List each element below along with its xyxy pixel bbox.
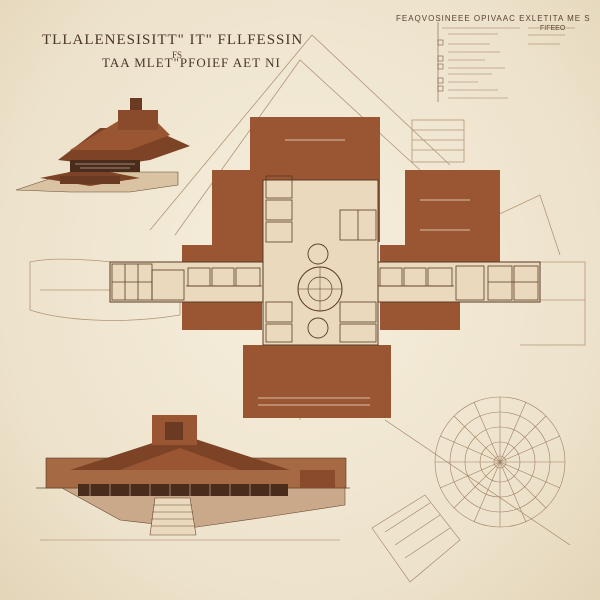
legend-heading: FEAQVOSINEEE OPIVAAC EXLETITA ME S <box>396 14 591 23</box>
southwest-wing-block <box>182 300 262 330</box>
south-wing-block <box>243 345 391 418</box>
entry-stair <box>149 497 197 536</box>
sheet-subtitle-mark: FS <box>172 50 183 60</box>
floor-plan <box>109 117 541 418</box>
radial-garden-plan <box>371 396 571 583</box>
north-court-circle <box>307 243 329 265</box>
legend-code: FIFEEO <box>540 25 566 32</box>
northeast-wing-block <box>405 170 500 248</box>
sheet-title: TLLALENESISITT" IT" FLLFESSIN <box>42 32 304 48</box>
southeast-wing-block <box>380 300 460 330</box>
front-elevation <box>36 415 350 541</box>
sheet-subtitle: TAA MLET"PFOIEF AET NI <box>102 55 281 70</box>
perspective-sketch <box>15 98 190 193</box>
north-south-gallery <box>262 179 379 346</box>
legend-block <box>437 22 575 102</box>
south-court-circle <box>307 317 329 339</box>
